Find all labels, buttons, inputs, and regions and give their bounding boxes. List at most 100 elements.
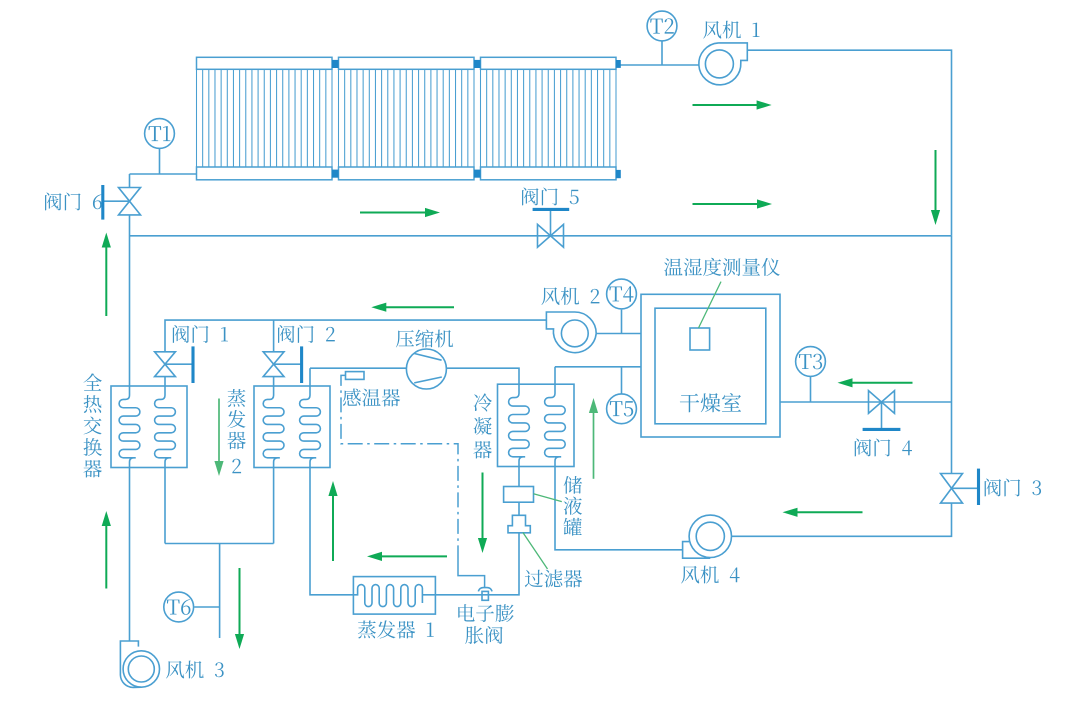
valve4-bowtie [867,388,896,416]
flow-arrow-15-head [782,507,798,517]
pipe-fan1-discharge [747,49,953,236]
collector-bottom-header-3 [479,166,617,181]
flow-arrow-13-head [588,398,599,413]
receiver-tank-body [502,485,535,503]
coil-ev2-right [298,368,354,596]
valve5-symbol [532,207,570,249]
compressor-circle [405,348,448,390]
label-valve5: 阀门 5 [522,187,579,206]
coil-ev2-left [262,376,285,544]
label-valve3: 阀门 3 [984,478,1042,497]
flow-arrow-2-head [756,100,772,110]
label-t3: T3 [798,353,823,370]
t3-sensor-circle [794,345,827,378]
flow-arrow-1-head [425,207,440,218]
t2-sensor-circle [646,10,678,42]
label-compressor: 压缩机 [395,329,454,348]
expansion-valve-cap [477,586,493,592]
fan3-housing-outline [119,640,142,689]
flow-arrow-3 [692,199,772,209]
sensing-capillary-tail [457,549,486,588]
valve3-bowtie [938,472,965,504]
t5-sensor-circle [605,393,638,425]
collector-connector-block-5 [474,169,481,178]
flow-arrow-10 [367,551,447,561]
fan3-impeller-circle [127,655,156,683]
valve1-bowtie [152,351,178,378]
flow-arrow-8 [101,511,111,589]
label-t6: T6 [166,599,191,615]
label-valve2: 阀门 2 [278,324,335,343]
flow-arrow-12 [477,472,488,553]
flow-arrow-15 [782,507,863,517]
bulb-sensor-body [344,370,365,381]
t1-sensor-circle [143,117,176,150]
collector-top-header-2 [337,56,475,71]
flow-arrow-4 [930,150,941,225]
flow-arrow-6-head [371,302,387,312]
label-valve6: 阀门 6 [45,192,102,211]
label-expansion_valve_line2: 胀阀 [465,625,503,644]
pointer-filter [522,532,549,570]
compressor-symbol [405,348,448,390]
label-fan1: 风机 1 [703,20,760,39]
label-fan2: 风机 2 [541,287,600,305]
flow-arrow-14 [837,378,913,388]
filter-body [507,514,532,534]
flow-arrow-14-head [837,378,853,388]
label-hygrothermograph: 温湿度测量仪 [664,257,780,276]
label-bulb_sensor: 感温器 [342,388,401,407]
collector-connector-block-6 [616,169,621,179]
collector-bottom-header-2 [337,166,475,181]
expansion-valve-symbol [477,586,493,602]
fan1-housing-outline [698,42,749,86]
label-evaporator2: 蒸发器2 [227,389,246,474]
compressor-vanes [413,352,442,384]
fan4-impeller-circle [695,521,726,552]
label-evaporator1: 蒸发器 1 [357,620,434,639]
evaporator1-box [352,575,437,615]
flow-arrow-9 [328,481,338,561]
flow-arrow-11 [234,568,245,649]
pipe-valve3-to-fan4 [731,503,953,538]
collector-top-header-1 [195,56,333,71]
flow-arrow-4-head [930,210,941,225]
drying-room-outer-box [640,293,781,438]
coil-evaporator1 [353,583,436,608]
label-receiver_tank: 储液罐 [563,475,583,536]
label-expansion_valve_line1: 电子膨 [458,604,514,623]
label-fan4: 风机 4 [681,565,740,584]
coil-cond-left [507,384,531,487]
coil-cond-right [543,366,683,551]
valve2-bowtie [261,351,286,378]
pipe-discharge-line [446,367,520,385]
collector-connector-block-4 [332,169,339,178]
collector-fins [195,69,617,167]
condenser-box [496,383,575,468]
fan1-impeller-circle [704,49,735,79]
valve6-symbol [101,185,143,220]
label-t2: T2 [650,18,674,34]
flow-arrow-7 [214,398,224,476]
flow-arrow-10-head [367,551,382,561]
flow-arrow-3-head [757,199,772,209]
label-valve1: 阀门 1 [172,324,228,343]
label-t1: T1 [148,125,171,142]
heat-exchanger-box [110,385,188,469]
solar-collector [195,56,621,181]
label-fan3: 风机 3 [166,660,224,679]
collector-bottom-header-1 [195,166,333,181]
pointer-receiver-tank [533,493,562,503]
flow-arrow-8-head [101,511,111,526]
sensing-capillary-line [340,374,459,549]
collector-top-header-3 [479,56,617,71]
fan3-symbol [119,640,161,689]
collector-connector-block-1 [332,59,339,68]
fan1-symbol [698,42,749,86]
flow-arrow-9-head [328,481,338,496]
label-t5: T5 [609,401,634,417]
evaporator2-box [253,385,331,469]
fan2-housing-outline [545,311,597,354]
pointer-hygrothermograph [697,281,722,329]
